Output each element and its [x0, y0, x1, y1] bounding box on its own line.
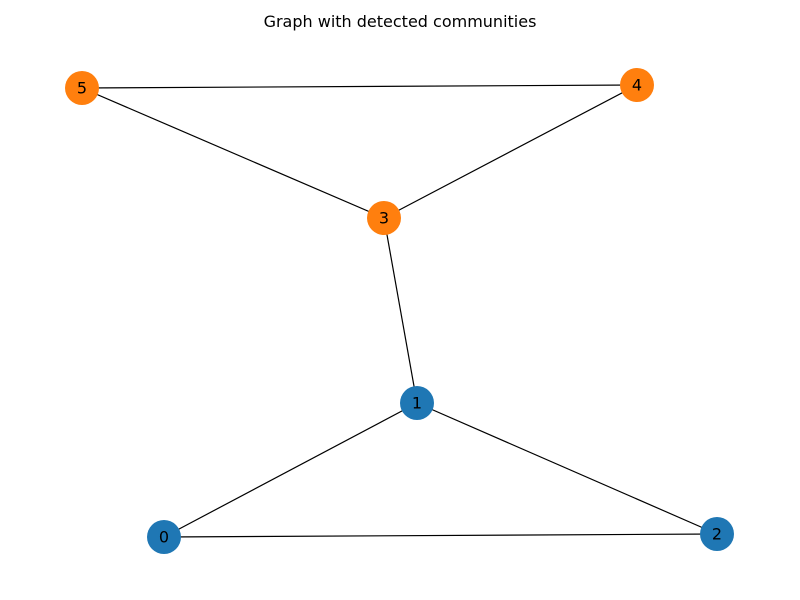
node-label-1: 1: [412, 394, 422, 413]
edge-3-4: [383, 84, 638, 219]
node-5: 5: [65, 71, 99, 105]
node-label-2: 2: [712, 525, 722, 544]
figure-title: Graph with detected communities: [263, 12, 537, 31]
node-circle-1: [400, 386, 434, 420]
node-circle-5: [65, 71, 99, 105]
edge-3-5: [81, 87, 385, 219]
node-label-3: 3: [379, 209, 389, 228]
edge-1-2: [416, 402, 718, 535]
node-label-4: 4: [632, 76, 642, 95]
edges-layer: [81, 84, 718, 538]
edge-1-3: [383, 217, 418, 404]
edge-0-1: [163, 402, 418, 538]
node-circle-0: [147, 520, 181, 554]
node-circle-4: [620, 68, 654, 102]
node-label-0: 0: [159, 528, 169, 547]
node-1: 1: [400, 386, 434, 420]
node-0: 0: [147, 520, 181, 554]
edge-4-5: [81, 84, 638, 89]
node-2: 2: [700, 517, 734, 551]
edge-0-2: [163, 533, 718, 538]
node-3: 3: [367, 201, 401, 235]
nodes-layer: 0 1 2 3 4 5: [65, 68, 734, 554]
node-4: 4: [620, 68, 654, 102]
node-label-5: 5: [77, 79, 87, 98]
node-circle-3: [367, 201, 401, 235]
node-circle-2: [700, 517, 734, 551]
